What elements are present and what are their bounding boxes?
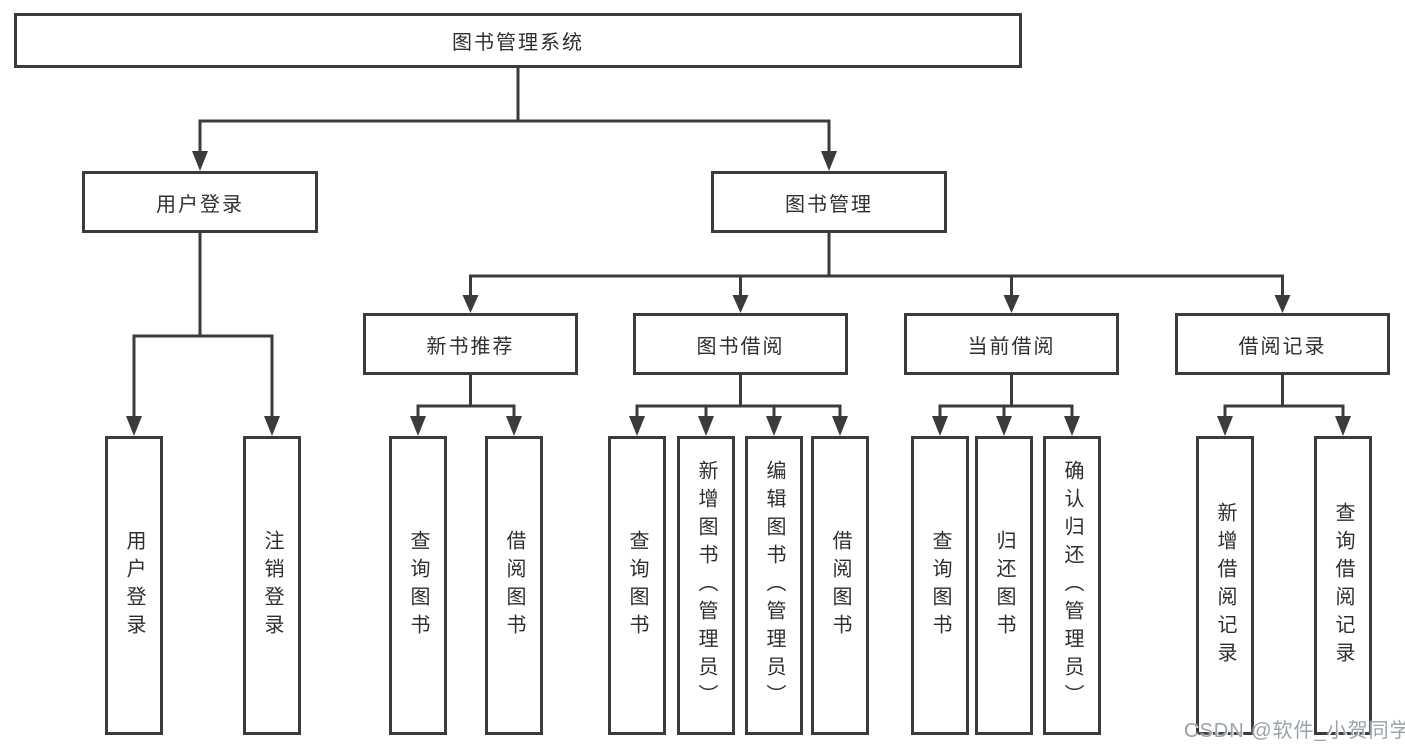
node-label: 借阅图书 [829, 529, 851, 642]
node-label: 查询图书 [929, 529, 951, 642]
node-label: 当前借阅 [967, 335, 1056, 358]
node-label: 图书借阅 [696, 335, 785, 358]
node-label: 归还图书 [993, 529, 1015, 642]
leaf-query-borrowing-record: 查询借阅记录 [1314, 436, 1372, 735]
node-book-management: 图书管理 [711, 171, 947, 233]
node-label: 查询借阅记录 [1332, 501, 1354, 670]
leaf-add-borrowing-record: 新增借阅记录 [1196, 436, 1254, 735]
node-book-borrowing: 图书借阅 [633, 313, 848, 375]
node-label: 编辑图书（管理员） [763, 459, 785, 712]
node-new-book-recommendation: 新书推荐 [363, 313, 578, 375]
node-label: 图书管理系统 [452, 32, 584, 54]
node-label: 新增借阅记录 [1214, 501, 1236, 670]
node-current-borrowing: 当前借阅 [904, 313, 1119, 375]
leaf-logout: 注销登录 [243, 436, 301, 735]
leaf-borrow-books-recommend: 借阅图书 [485, 436, 543, 735]
node-label: 用户登录 [123, 529, 145, 642]
leaf-user-login: 用户登录 [105, 436, 163, 735]
node-label: 图书管理 [785, 193, 873, 216]
node-label: 查询图书 [407, 529, 429, 642]
node-label: 查询图书 [626, 529, 648, 642]
node-borrowing-records: 借阅记录 [1175, 313, 1390, 375]
leaf-query-books-recommend: 查询图书 [389, 436, 447, 735]
leaf-edit-books-admin: 编辑图书（管理员） [745, 436, 803, 735]
node-label: 确认归还（管理员） [1061, 459, 1083, 712]
branch-lines [132, 66, 1345, 420]
node-label: 新书推荐 [426, 335, 515, 358]
csdn-watermark: CSDN @软件_小贺同学 [1184, 720, 1405, 742]
node-label: 借阅图书 [503, 529, 525, 642]
node-library-management-system: 图书管理系统 [14, 13, 1022, 68]
leaf-borrow-books-borrowing: 借阅图书 [811, 436, 869, 735]
node-label: 新增图书（管理员） [695, 459, 717, 712]
leaf-return-books: 归还图书 [975, 436, 1033, 735]
node-user-login: 用户登录 [82, 171, 318, 233]
leaf-confirm-return-admin: 确认归还（管理员） [1043, 436, 1101, 735]
node-label: 注销登录 [261, 529, 283, 642]
leaf-query-books-current: 查询图书 [911, 436, 969, 735]
leaf-add-books-admin: 新增图书（管理员） [677, 436, 735, 735]
node-label: 用户登录 [156, 193, 244, 216]
leaf-query-books-borrowing: 查询图书 [608, 436, 666, 735]
node-label: 借阅记录 [1238, 335, 1327, 358]
